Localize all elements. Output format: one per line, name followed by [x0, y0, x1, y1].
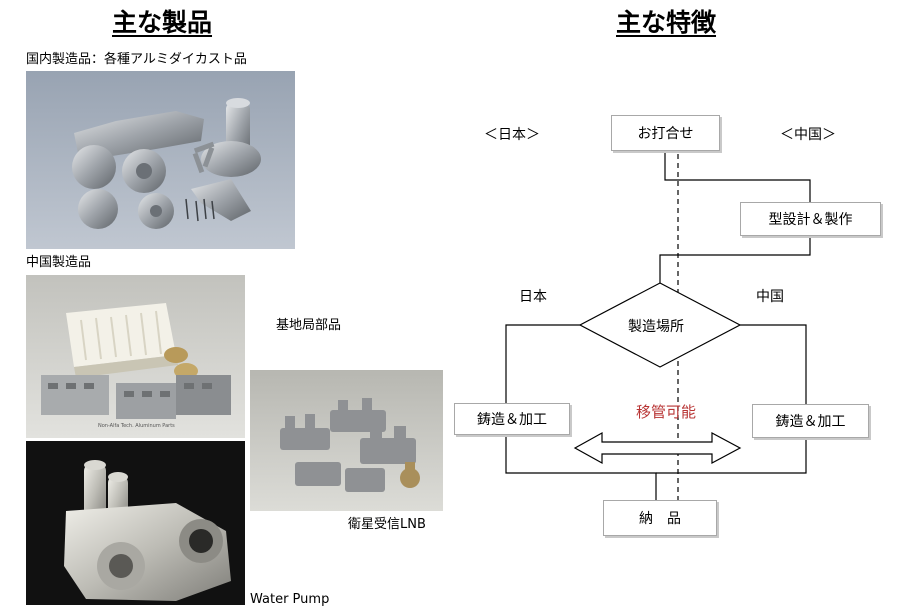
features-title: 主な特徴: [616, 8, 717, 37]
water-pump-caption: Water Pump: [250, 592, 330, 607]
meeting-box: お打合せ: [611, 115, 720, 151]
domestic-diecast-photo: [26, 71, 295, 249]
decision-diamond: [578, 282, 742, 368]
casting-japan-box: 鋳造＆加工: [454, 403, 570, 435]
casting-china-box: 鋳造＆加工: [752, 404, 869, 438]
lnb-parts-photo: [250, 370, 443, 511]
manufacturing-location-label: 製造場所: [628, 319, 684, 335]
base-station-caption: 基地局部品: [276, 318, 342, 333]
casting-japan-label: 鋳造＆加工: [477, 412, 547, 428]
china-branch-label: 中国: [756, 289, 784, 305]
japan-header: ＜日本＞: [484, 127, 540, 143]
mold-design-label: 型設計＆製作: [768, 212, 853, 228]
products-title: 主な製品: [112, 8, 213, 37]
water-pump-photo: [26, 441, 245, 605]
photo-fine-print: Non-Alfa Tech. Aluminum Parts: [98, 423, 175, 429]
mold-design-box: 型設計＆製作: [740, 202, 881, 236]
double-arrow: [573, 431, 742, 465]
domestic-products-caption: 国内製造品：各種アルミダイカスト品: [26, 52, 247, 67]
base-station-parts-photo: Non-Alfa Tech. Aluminum Parts: [26, 275, 245, 438]
meeting-label: お打合せ: [637, 126, 694, 142]
china-products-caption: 中国製造品: [26, 255, 92, 270]
movable-box: 移管可能: [612, 394, 720, 428]
movable-label: 移管可能: [635, 402, 696, 421]
japan-branch-label: 日本: [519, 289, 547, 305]
delivery-box: 納 品: [603, 500, 717, 536]
lnb-caption: 衛星受信LNB: [348, 517, 426, 532]
casting-china-label: 鋳造＆加工: [775, 414, 846, 430]
delivery-label: 納 品: [639, 511, 681, 527]
china-header: ＜中国＞: [780, 127, 836, 143]
